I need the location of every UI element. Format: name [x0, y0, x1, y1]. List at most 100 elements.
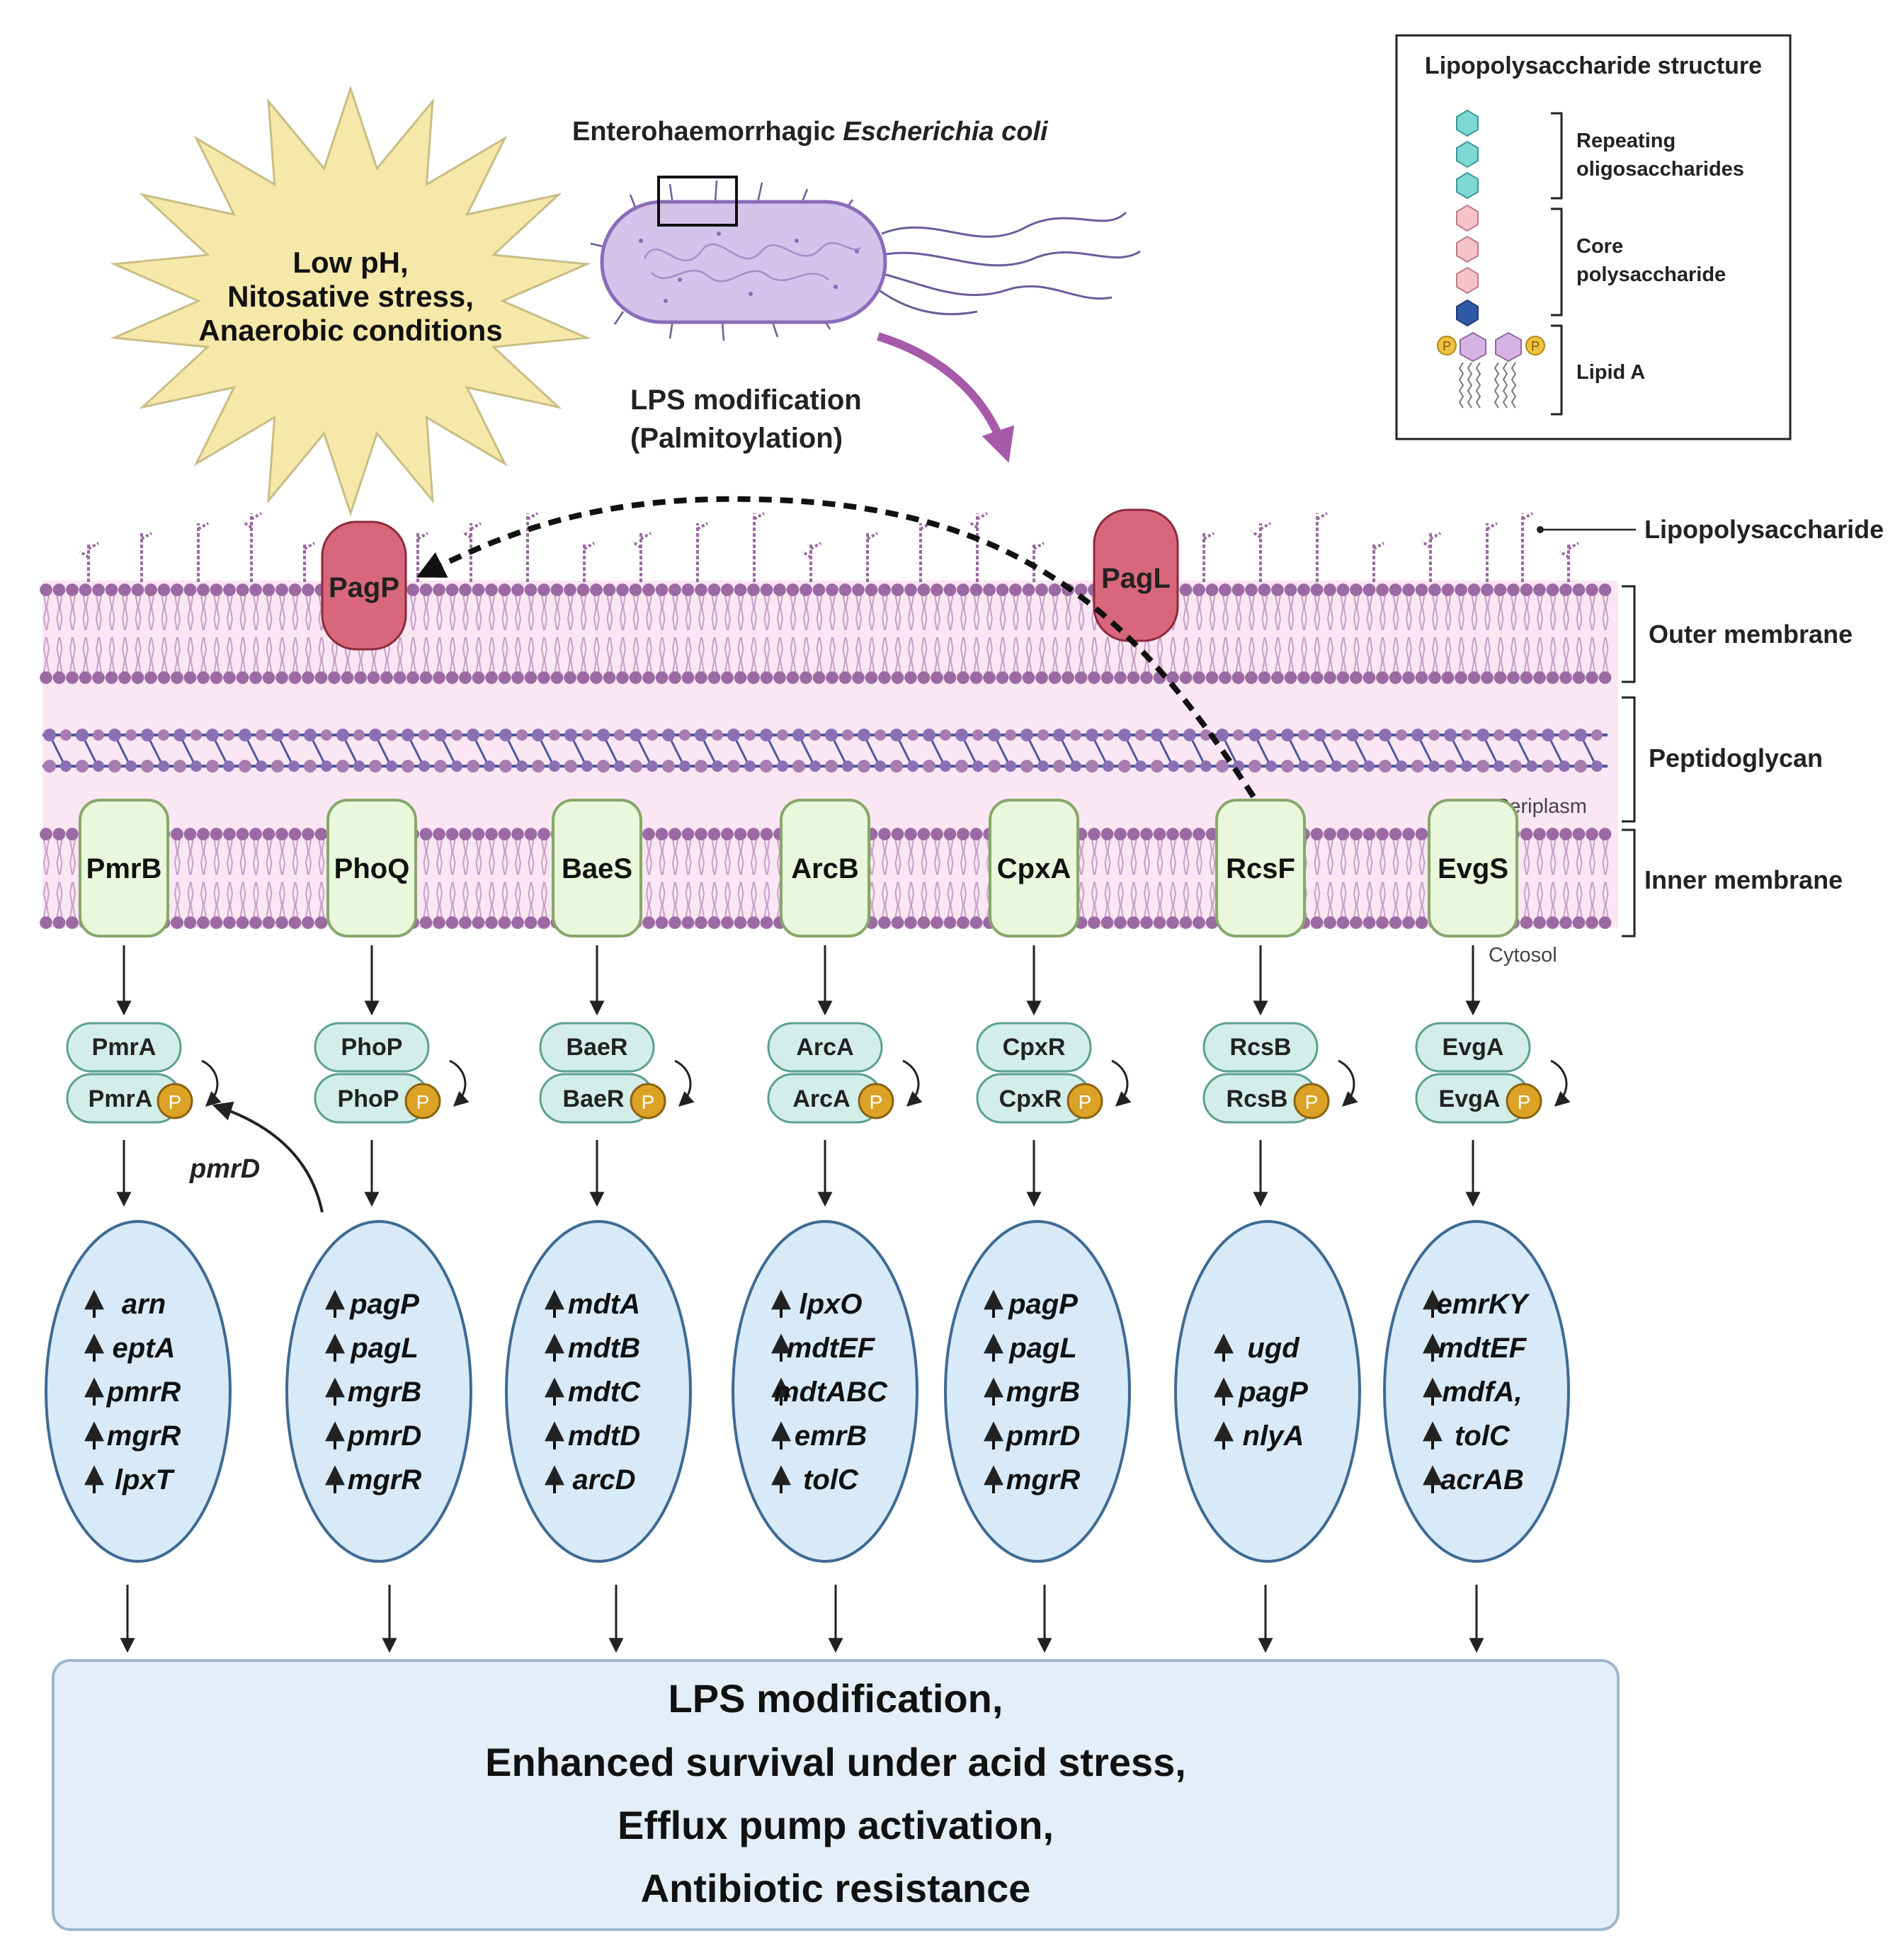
phosphate-icon: P — [1506, 1083, 1542, 1119]
gene-label: eptA — [113, 1333, 176, 1364]
gene-label: pmrD — [1006, 1420, 1080, 1452]
kdo-hexagon — [1456, 299, 1479, 327]
gene-label: acrAB — [1440, 1464, 1524, 1495]
stress-starburst: Low pH, Nitosative stress, Anaerobic con… — [110, 85, 591, 517]
gene-label: tolC — [1455, 1420, 1511, 1452]
gene-label: lpxO — [800, 1289, 863, 1320]
gene-label: mdtA — [568, 1289, 640, 1320]
phosphate-icon: P — [1293, 1083, 1330, 1119]
phosphate-icon: P — [404, 1083, 441, 1119]
gene-label: mdtABC — [774, 1377, 888, 1408]
peptidoglycan-mesh — [42, 729, 1608, 773]
regulator-label-bottom: BaeR — [563, 1086, 625, 1112]
ecoli-title-prefix: Enterohaemorrhagic — [572, 117, 843, 147]
sensor-label: CpxA — [997, 853, 1071, 884]
gene-label: lpxT — [115, 1464, 176, 1495]
sensor-label: PmrB — [86, 853, 162, 884]
regulator-label-bottom: PhoP — [338, 1086, 399, 1112]
gene-label: pmrD — [347, 1420, 421, 1452]
sensor-kinase-arcb: ArcB — [780, 799, 870, 938]
inner-membrane-label: Inner membrane — [1644, 865, 1843, 894]
gene-label: mdtC — [568, 1377, 641, 1408]
pmrd-curved-arrow — [212, 1101, 324, 1213]
purple-curved-arrow — [877, 332, 1015, 463]
phosphate-label: P — [1518, 1091, 1531, 1113]
gene-label: arcD — [573, 1464, 636, 1495]
outcome-line-3: Efflux pump activation, — [618, 1803, 1054, 1847]
gene-label: pmrR — [106, 1377, 181, 1408]
regulator-label-top: CpxR — [1003, 1034, 1066, 1061]
lps-modification-label: LPS modification — [630, 384, 862, 416]
response-regulator-phop: PhoP PhoP P — [314, 1022, 470, 1124]
gene-label: mdfA, — [1442, 1377, 1522, 1408]
outcome-line-1: LPS modification, — [669, 1676, 1003, 1721]
ecoli-bacterium-icon — [590, 176, 1141, 341]
gene-label: nlyA — [1243, 1420, 1304, 1452]
core-label-2: polysaccharide — [1576, 263, 1726, 286]
stress-line-2: Nitosative stress, — [227, 280, 474, 313]
lps-structure-inset: Lipopolysaccharide structure P P — [1395, 34, 1792, 440]
gene-label: arn — [122, 1289, 166, 1320]
lps-inset-title: Lipopolysaccharide structure — [1425, 52, 1762, 79]
lipid-a-phospho-right: P — [1531, 339, 1540, 353]
phosphate-label: P — [870, 1091, 883, 1113]
pagl-protein: PagL — [1093, 508, 1179, 642]
lps-chains — [79, 512, 1579, 582]
sensor-kinase-pmrb: PmrB — [79, 799, 169, 938]
sensor-label: ArcB — [791, 853, 859, 884]
gene-label: mdtEF — [1438, 1333, 1528, 1364]
lipid-a-phospho-left: P — [1443, 339, 1451, 353]
stress-line-1: Low pH, — [292, 246, 408, 279]
sensor-kinase-evgs: EvgS — [1428, 799, 1518, 938]
regulator-label-top: PhoP — [341, 1034, 403, 1061]
dashed-arrow-rcsf-to-pagp — [416, 496, 1256, 799]
bracket-lipid — [1551, 324, 1563, 416]
phosphorylation-arrow — [674, 1059, 695, 1107]
phosphate-label: P — [416, 1091, 430, 1113]
gene-label: mgrR — [1006, 1464, 1081, 1495]
gene-label: pagP — [349, 1289, 419, 1320]
regulator-label-bottom: PmrA — [89, 1086, 153, 1112]
regulator-label-top: BaeR — [567, 1034, 628, 1061]
repeating-oligosaccharide-hexagons — [1456, 109, 1479, 200]
gene-label: ugd — [1247, 1333, 1300, 1364]
phosphorylation-arrow — [902, 1059, 923, 1107]
phosphate-label: P — [1079, 1091, 1092, 1113]
pagp-label: PagP — [329, 572, 399, 603]
lipid-a-icon: P P — [1437, 331, 1545, 409]
gene-label: emrKY — [1437, 1289, 1530, 1320]
palmitoylation-label: (Palmitoylation) — [630, 423, 843, 454]
bracket-core — [1551, 207, 1563, 317]
ecoli-title: Enterohaemorrhagic Escherichia coli — [572, 117, 1049, 147]
gene-label: pagL — [1008, 1333, 1077, 1364]
gene-label: mgrB — [348, 1377, 421, 1408]
gene-label: pagP — [1238, 1377, 1308, 1408]
bracket-repeating — [1551, 112, 1563, 200]
phosphate-icon: P — [1066, 1083, 1103, 1119]
regulator-label-top: RcsB — [1230, 1034, 1292, 1061]
phosphorylation-arrow — [449, 1059, 470, 1107]
sensor-kinase-cpxa: CpxA — [989, 799, 1079, 938]
outcome-line-2: Enhanced survival under acid stress, — [485, 1740, 1186, 1784]
sensor-label: RcsF — [1226, 853, 1295, 884]
layer-labels: Lipopolysaccharide Outer membrane Peptid… — [1489, 515, 1884, 967]
phosphorylation-arrow — [1111, 1059, 1132, 1107]
target-genes-rcsb: ugd pagP nlyA — [1174, 1220, 1361, 1563]
pagp-protein: PagP — [321, 520, 407, 651]
regulator-label-bottom: EvgA — [1439, 1086, 1501, 1112]
core-label-1: Core — [1576, 235, 1623, 258]
gene-label: emrB — [795, 1420, 867, 1452]
